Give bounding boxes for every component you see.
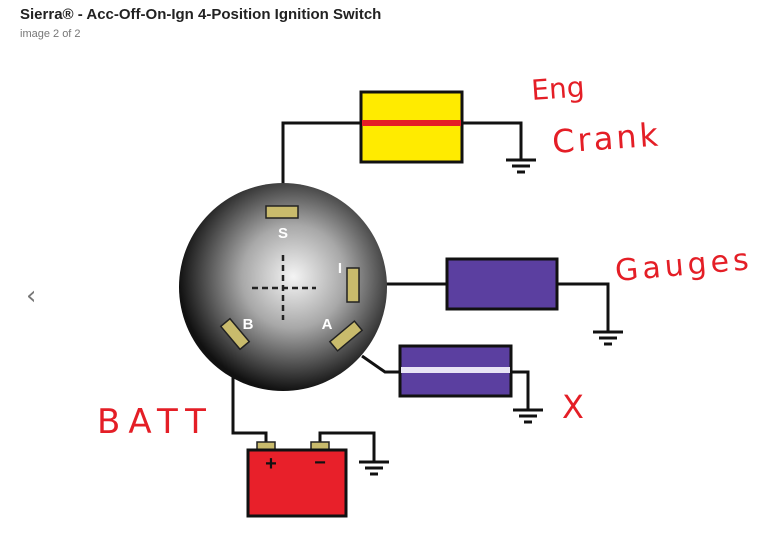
wire-starter-to-ground [462, 121, 523, 160]
ground-symbols [359, 158, 623, 476]
switch-crosshair [252, 255, 316, 320]
annotation-gauges: Gauges [614, 242, 754, 289]
terminal-b [219, 317, 251, 351]
ground-icon-starter [506, 158, 536, 174]
ignition-switch: S I B A [179, 183, 387, 391]
starter-solenoid [359, 90, 464, 164]
ground-icon-x [513, 408, 543, 424]
wires [231, 121, 610, 462]
chevron-left-icon[interactable]: ‹ [26, 281, 37, 311]
battery: + − [246, 441, 348, 518]
image-counter: image 2 of 2 [20, 28, 81, 40]
battery-plus-sign: + [265, 453, 277, 475]
annotation-eng: Eng [530, 70, 585, 107]
gauges-load [445, 257, 559, 311]
annotation-crank: Crank [551, 115, 662, 161]
annotation-x: X [562, 388, 584, 426]
accessory-load [398, 344, 513, 398]
terminal-label-i: I [338, 260, 342, 277]
terminal-label-a: A [322, 316, 333, 333]
page-title: Sierra® - Acc-Off-On-Ign 4-Position Igni… [20, 6, 382, 23]
wire-gauges-to-ground [557, 282, 610, 332]
terminal-i [346, 267, 360, 303]
terminal-s [265, 205, 299, 219]
wire-s-to-starter [281, 121, 361, 210]
wire-b-to-battery [231, 355, 268, 448]
terminal-label-b: B [243, 316, 254, 333]
wire-x-to-ground [511, 370, 530, 410]
wire-a-to-x [361, 354, 400, 374]
terminal-label-s: S [278, 225, 288, 242]
battery-minus-sign: − [314, 452, 326, 474]
annotation-batt: BATT [97, 402, 214, 442]
wire-battery-to-ground [318, 431, 376, 462]
ground-icon-gauges [593, 330, 623, 346]
terminal-a [328, 320, 364, 352]
ground-icon-battery [359, 460, 389, 476]
